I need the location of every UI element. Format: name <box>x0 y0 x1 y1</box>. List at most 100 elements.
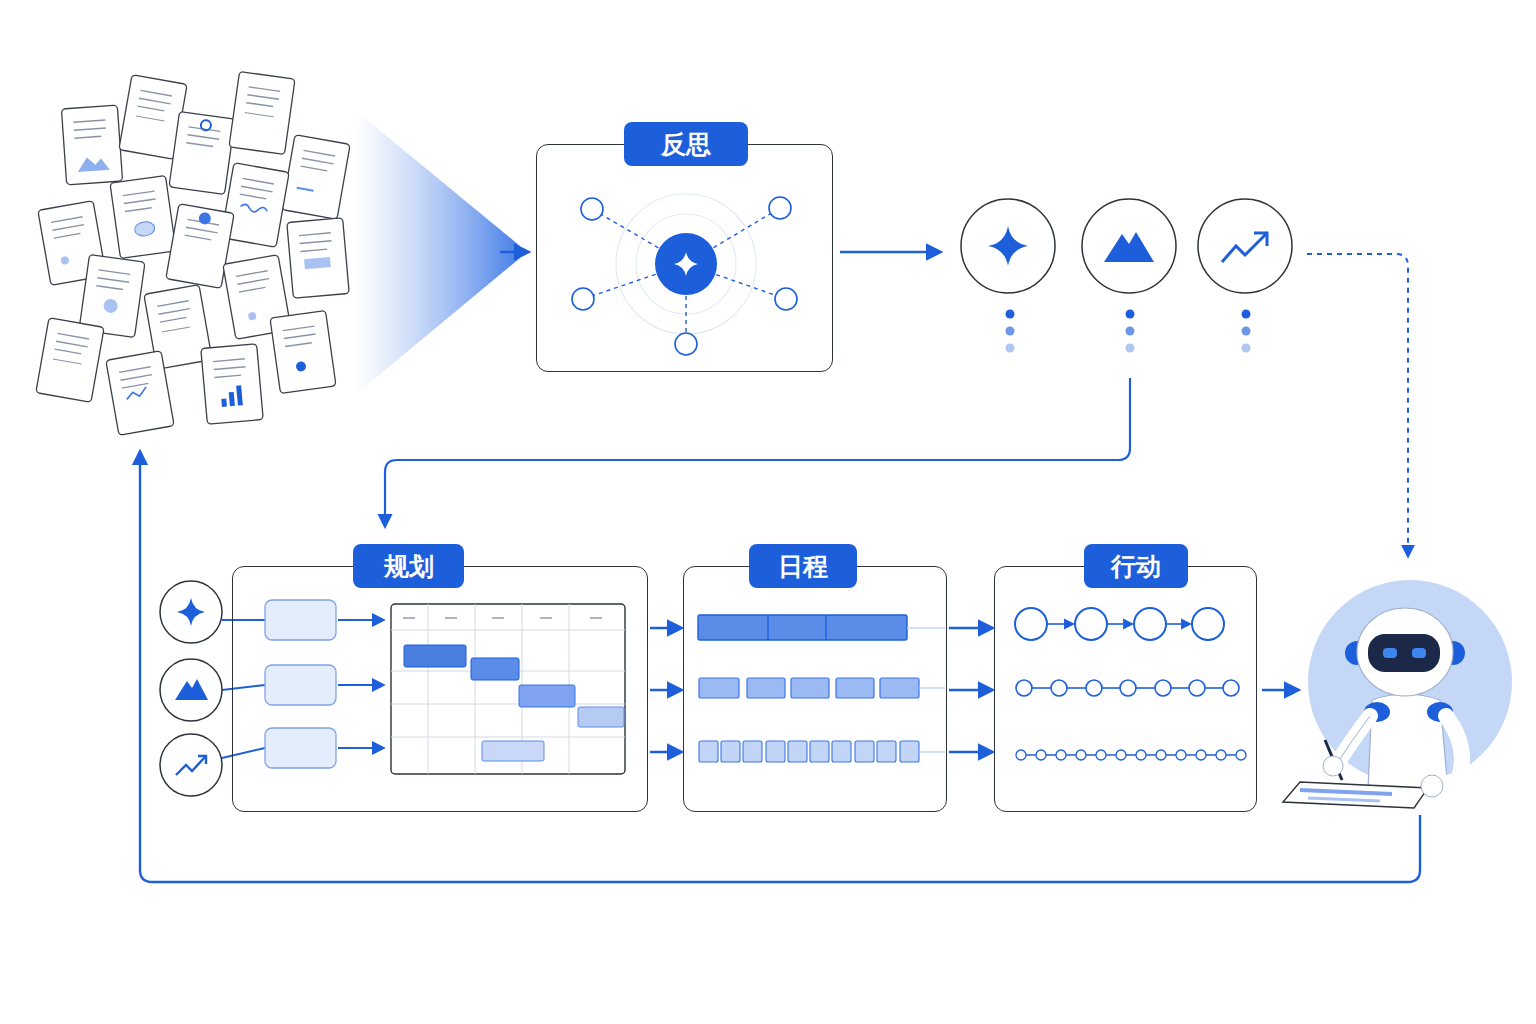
action-graphic-part-part <box>1216 750 1226 760</box>
heading-tab: 日程 <box>749 544 857 588</box>
reflection-box: 反思 <box>536 144 833 372</box>
planning-graphic-part-part <box>403 617 415 618</box>
flow-arrow <box>949 627 992 630</box>
planning-graphic-part <box>403 617 602 618</box>
action-graphic-part-part <box>1156 750 1166 760</box>
document-pile-part-part <box>169 111 235 194</box>
planning-graphic-part <box>176 757 205 775</box>
flow-arrow <box>949 689 992 692</box>
robot-illustration-part <box>1368 634 1440 672</box>
planning-graphic-part <box>265 600 336 768</box>
document-pile-part-part <box>297 188 314 191</box>
action-graphic-part <box>1015 608 1224 640</box>
document-pile-part-part <box>236 385 243 405</box>
schedule-graphic-part-part <box>791 678 829 698</box>
action-graphic-part-part <box>1189 680 1205 696</box>
action-graphic-part-part <box>1107 623 1132 625</box>
reflection-graphic-part <box>583 208 786 344</box>
insight-icons-part-part <box>1126 327 1135 336</box>
reflection-graphic-part-part <box>581 198 603 220</box>
reflection-graphic-part-part <box>675 333 697 355</box>
action-graphic-part-part <box>1176 750 1186 760</box>
action-graphic-part-part <box>1067 687 1086 689</box>
document-pile-part-part <box>229 71 295 154</box>
action-graphic <box>1015 608 1246 760</box>
heading-tab: 行动 <box>1084 544 1188 588</box>
funnel-beam-part <box>355 110 520 395</box>
action-graphic-part-part <box>1021 754 1241 755</box>
action-graphic-part-part <box>1016 680 1032 696</box>
insight-icons-part-part <box>1006 344 1015 353</box>
funnel-beam <box>355 110 528 395</box>
document-pile-part-part <box>106 351 174 436</box>
action-graphic-part-part <box>1096 750 1106 760</box>
schedule-graphic-part <box>907 628 945 752</box>
dashed-wire <box>1307 254 1408 556</box>
action-graphic-part-part <box>1136 750 1146 760</box>
schedule-graphic-part-part <box>788 741 807 762</box>
document-pile-part-part <box>53 359 82 364</box>
action-graphic-part-part <box>1047 623 1073 625</box>
robot-illustration-part <box>1308 798 1380 801</box>
action-graphic-part-part <box>1076 750 1086 760</box>
robot-illustration-part <box>1421 775 1443 797</box>
document-pile-part-part <box>245 113 274 117</box>
robot-illustration-part <box>1338 716 1370 762</box>
robot-illustration-part <box>1338 716 1370 762</box>
document-pile-part-part <box>270 310 336 393</box>
heading-text: 反思 <box>661 128 711 161</box>
robot-illustration-part <box>1357 608 1453 696</box>
schedule-graphic-part-part <box>919 751 945 753</box>
action-graphic-part-part <box>1036 750 1046 760</box>
planning-graphic-part <box>519 685 575 707</box>
action-graphic-part-part <box>1166 623 1190 625</box>
planning-graphic-part <box>160 581 222 643</box>
robot-illustration-part <box>1300 790 1392 794</box>
robot-illustration-part <box>1283 782 1428 808</box>
planning-graphic-part-part <box>445 617 457 618</box>
schedule-graphic-part <box>698 615 907 640</box>
schedule-graphic-part-part <box>810 741 829 762</box>
reflection-graphic <box>572 194 797 355</box>
heading-text: 规划 <box>384 550 434 583</box>
reflection-graphic-part-part <box>769 197 791 219</box>
insight-icons-part <box>988 226 1028 266</box>
reflection-graphic-part <box>674 252 698 276</box>
insight-icons-part <box>1222 234 1266 262</box>
planning-graphic-part-part <box>338 747 383 749</box>
planning-graphic-part <box>404 645 466 667</box>
schedule-graphic-part-part <box>880 678 919 698</box>
document-pile-part-part <box>240 204 268 215</box>
schedule-graphic-part-part <box>900 741 919 762</box>
document-pile-part-part <box>287 218 349 299</box>
insight-icons-part-part <box>1126 310 1135 319</box>
heading-text: 行动 <box>1111 550 1161 583</box>
insight-icons-part <box>1082 199 1176 293</box>
planning-graphic-part-part <box>338 684 383 686</box>
schedule-graphic-part <box>699 678 919 698</box>
document-pile-part-part <box>166 204 234 289</box>
planning-graphic-part-part <box>338 619 383 621</box>
planning-graphic-part-part <box>391 704 625 705</box>
action-graphic-part-part <box>1192 608 1224 640</box>
insight-icons-part-part <box>1006 310 1015 319</box>
robot-illustration-part <box>1383 648 1397 658</box>
action-graphic-part-part <box>1223 680 1239 696</box>
planning-graphic-part <box>177 598 205 626</box>
schedule-graphic-part-part <box>855 741 874 762</box>
action-box: 行动 <box>994 566 1257 812</box>
planning-graphic <box>160 581 625 796</box>
action-graphic-part-part <box>1032 687 1051 689</box>
document-pile-part-part <box>103 298 119 314</box>
schedule-graphic-part-part <box>743 741 762 762</box>
action-graphic-part-part <box>1136 687 1155 689</box>
planning-graphic-part <box>198 756 206 764</box>
planning-graphic-part <box>338 620 383 748</box>
planning-graphic-part-part <box>475 604 476 774</box>
document-pile-part-part <box>136 116 165 121</box>
schedule-graphic-part-part <box>877 741 896 762</box>
document-pile-part <box>169 111 235 194</box>
planning-graphic-part-part <box>265 600 336 640</box>
schedule-graphic-part-part <box>721 741 740 762</box>
